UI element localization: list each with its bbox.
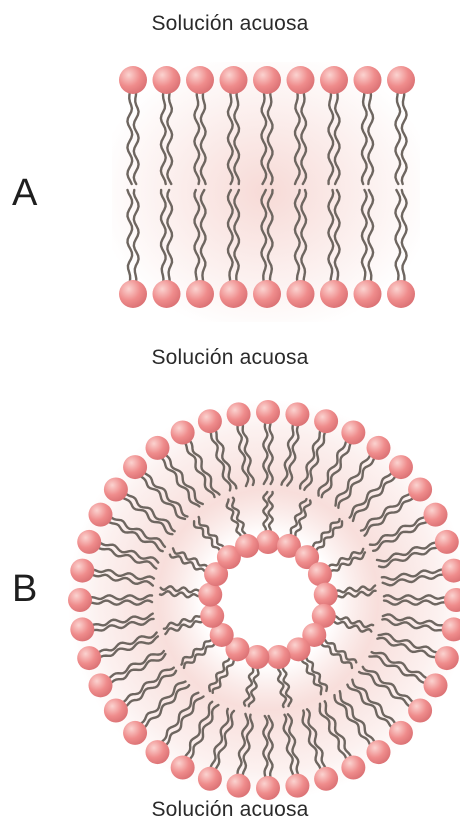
phospholipid-head [153,66,181,94]
phospholipid-head [119,66,147,94]
phospholipid-head [387,66,415,94]
phospholipid-head [186,280,214,308]
phospholipid-head [104,699,128,723]
phospholipid-head [220,66,248,94]
phospholipid-head [88,673,112,697]
phospholipid-head [153,280,181,308]
phospholipid-head [424,673,448,697]
phospholipid-head [123,721,147,745]
phospholipid-head [198,583,222,607]
phospholipid-head [104,477,128,501]
phospholipid-head [435,530,459,554]
phospholipid-head [267,645,291,669]
phospholipid-head [145,740,169,764]
phospholipid-head [367,436,391,460]
phospholipid-head [171,756,195,780]
phospholipid-head [341,420,365,444]
phospholipid-head [408,699,432,723]
phospholipid-head [320,280,348,308]
phospholipid-head [171,420,195,444]
phospholipid-head [70,617,94,641]
liposome-b [68,400,460,800]
phospholipid-head [220,280,248,308]
phospholipid-head [253,66,281,94]
phospholipid-head [314,409,338,433]
phospholipid-head [123,455,147,479]
phospholipid-head [389,721,413,745]
phospholipid-head [354,280,382,308]
phospholipid-head [256,530,280,554]
phospholipid-head [253,280,281,308]
phospholipid-head [285,774,309,798]
phospholipid-head [424,503,448,527]
phospholipid-head [287,66,315,94]
phospholipid-head [186,66,214,94]
phospholipid-head [387,280,415,308]
phospholipid-head [314,767,338,791]
phospholipid-head [198,409,222,433]
phospholipid-head [408,477,432,501]
phospholipid-head [308,562,332,586]
phospholipid-head [285,402,309,426]
phospholipid-head [341,756,365,780]
phospholipid-head [70,559,94,583]
phospholipid-head [88,503,112,527]
bilayer-a [112,62,420,322]
phospholipid-head [287,280,315,308]
phospholipid-head [256,776,280,800]
phospholipid-head [68,588,92,612]
phospholipid-head [227,774,251,798]
phospholipid-head [227,402,251,426]
phospholipid-head [77,646,101,670]
phospholipid-head [235,534,259,558]
phospholipid-head [256,400,280,424]
phospholipid-head [367,740,391,764]
phospholipid-head [198,767,222,791]
phospholipid-head [314,583,338,607]
phospholipid-head [77,530,101,554]
phospholipid-head [389,455,413,479]
phospholipid-head [435,646,459,670]
phospholipid-head [354,66,382,94]
phospholipid-head [119,280,147,308]
phospholipid-head [200,604,224,628]
phospholipid-head [145,436,169,460]
phospholipid-head [320,66,348,94]
